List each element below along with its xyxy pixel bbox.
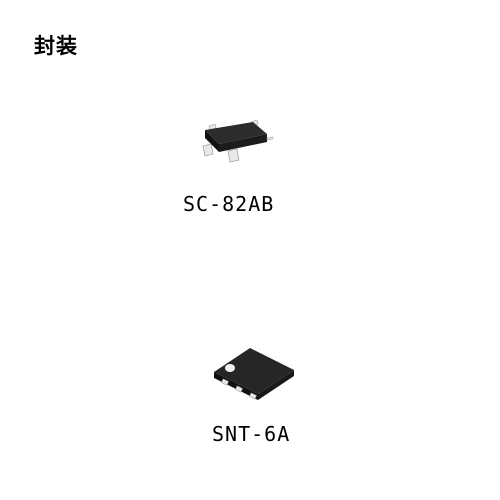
sc-82ab-package-icon — [195, 118, 275, 168]
package-label-snt-6a: SNT-6A — [212, 422, 291, 446]
package-label-sc-82ab: SC-82AB — [183, 192, 275, 216]
section-title: 封装 — [34, 34, 78, 58]
snt-6a-package-icon — [208, 342, 298, 402]
